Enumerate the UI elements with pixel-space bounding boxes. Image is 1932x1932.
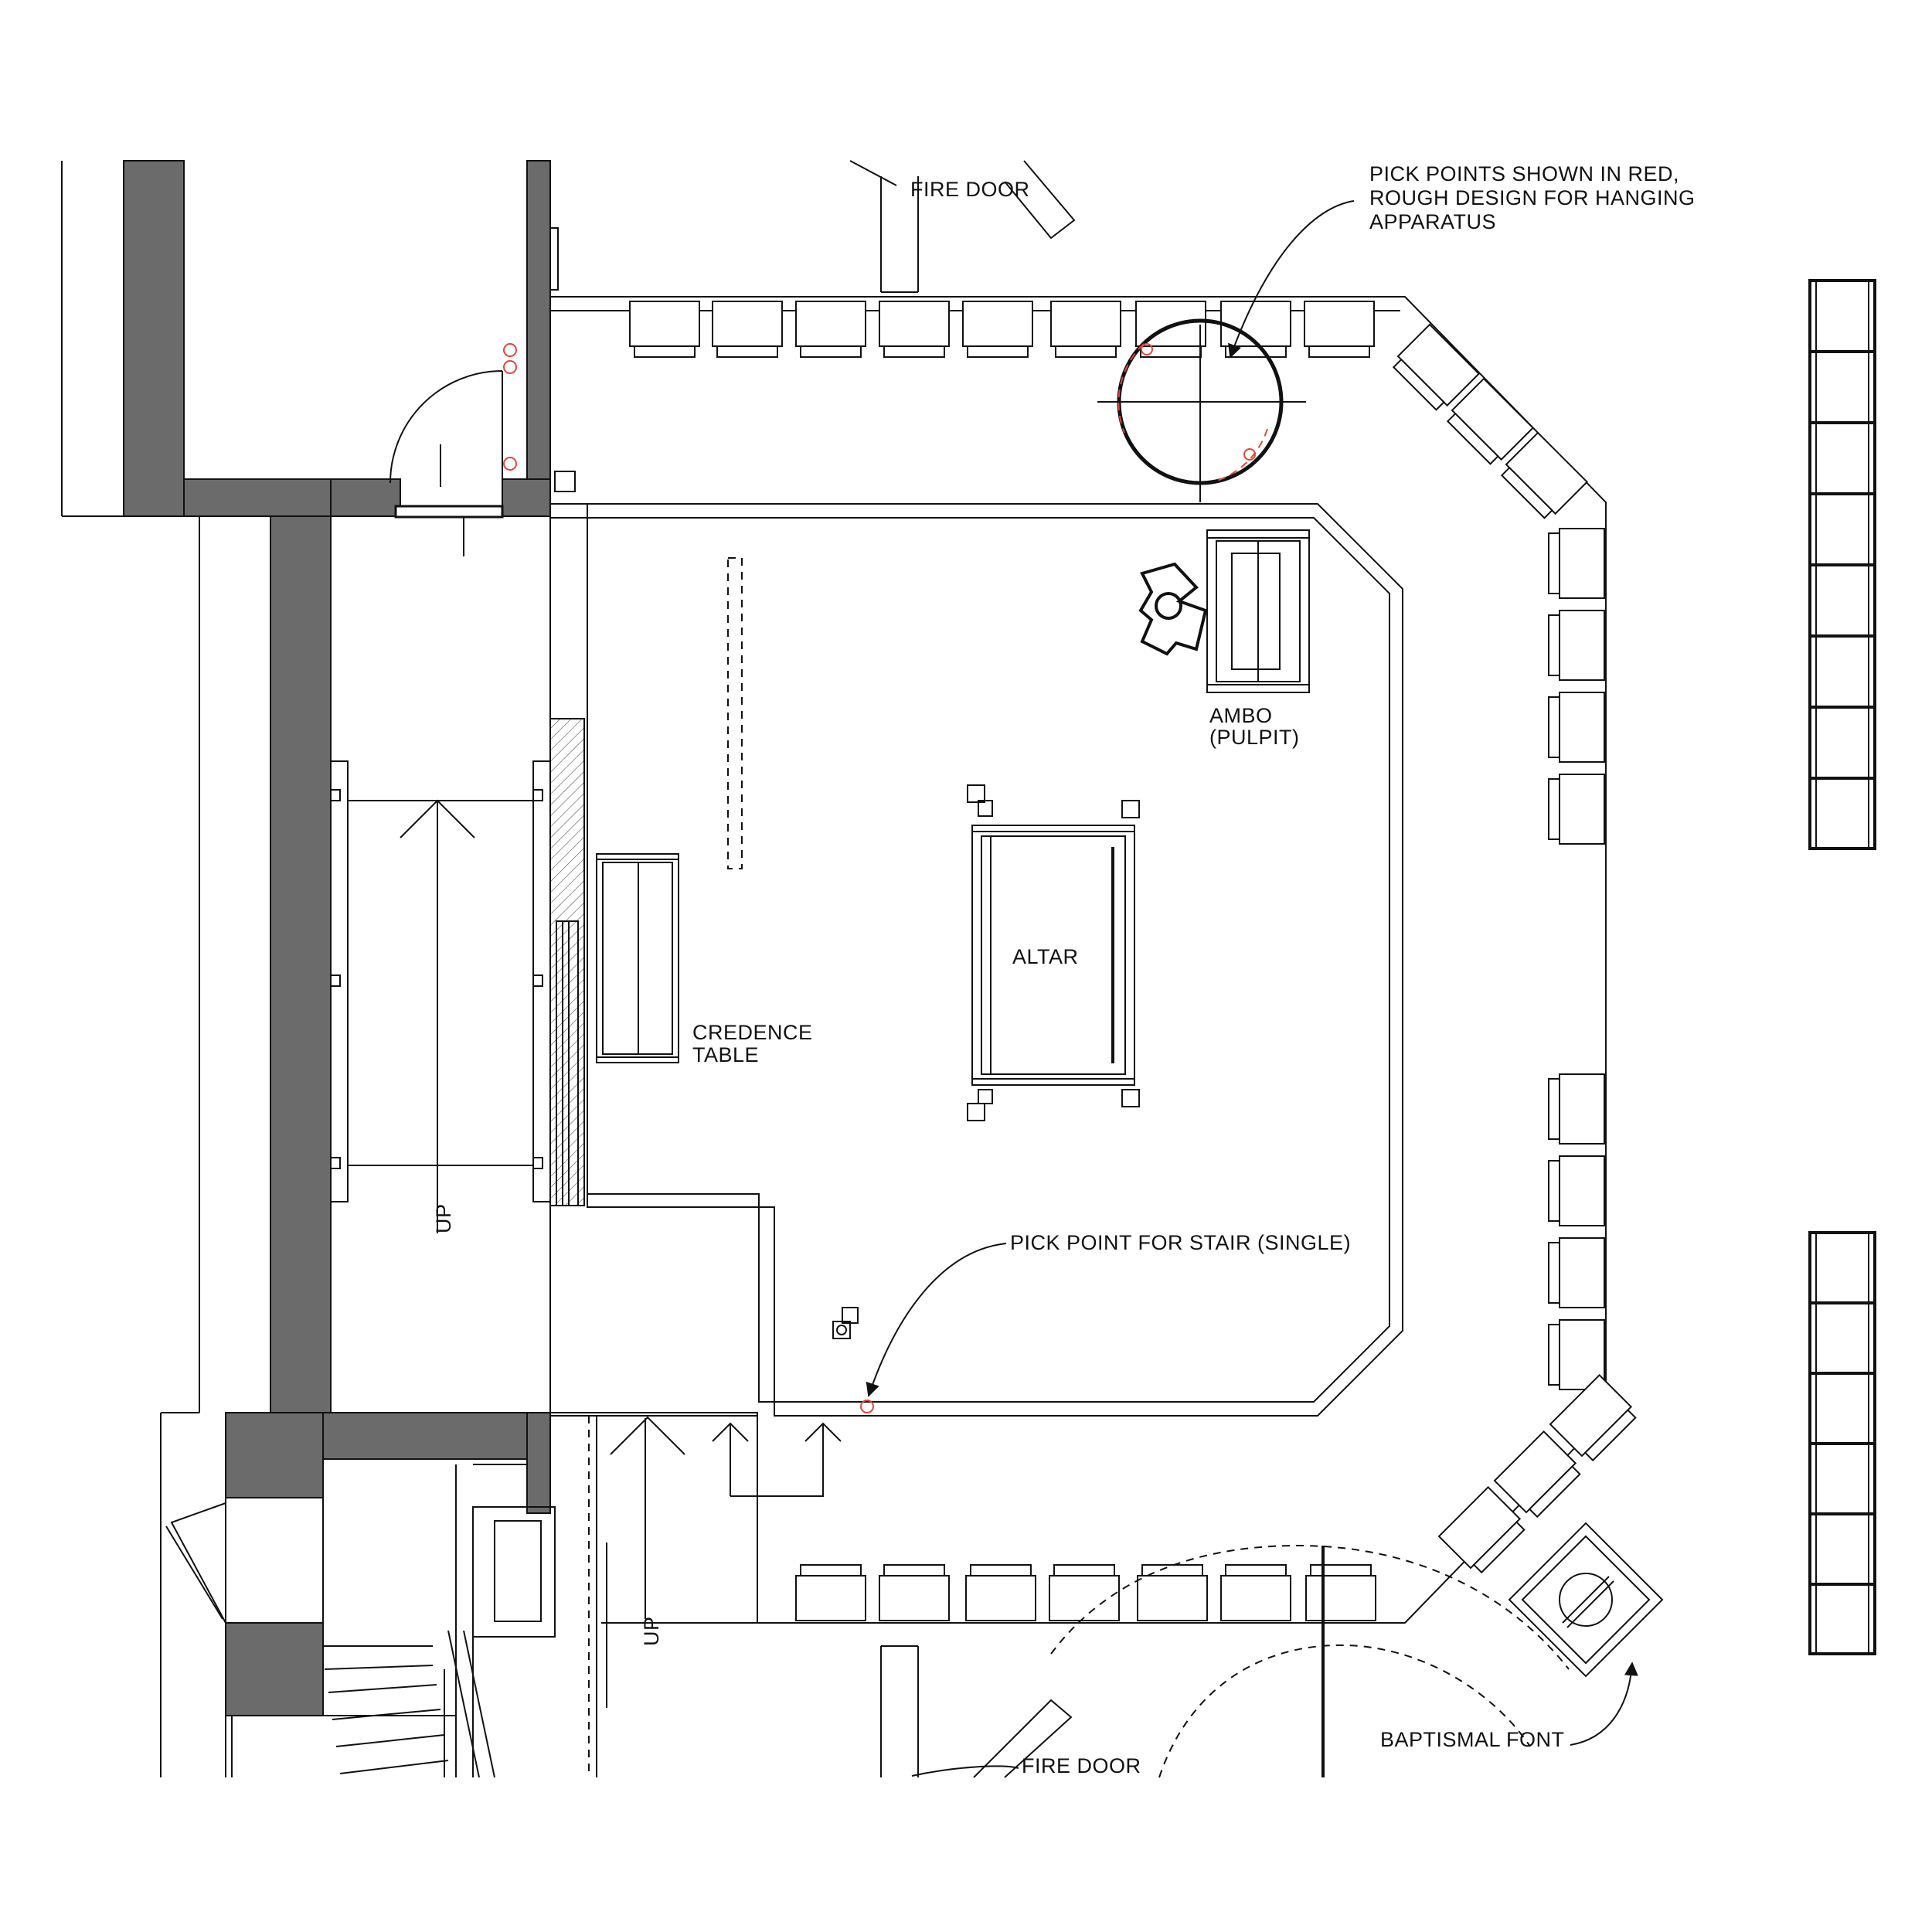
baptismal-font-label: BAPTISMAL FONT — [1380, 1728, 1565, 1751]
side-door — [389, 227, 576, 556]
chairs-right-column — [1548, 528, 1605, 1390]
altar — [967, 784, 1140, 1121]
fire-door-bottom-label: FIRE DOOR — [1022, 1754, 1141, 1777]
stair-pick-point: PICK POINT FOR STAIR (SINGLE) — [832, 1231, 1351, 1413]
fire-door-top: FIRE DOOR — [849, 160, 1076, 293]
credence-table-label-line1: CREDENCE — [692, 1021, 813, 1044]
dashed-overhead — [727, 557, 743, 869]
chair-stack-bottom — [1808, 1231, 1876, 1655]
hanging-apparatus — [1097, 318, 1306, 502]
ambo-label-line1: AMBO — [1209, 704, 1273, 727]
credence-table-label-line2: TABLE — [692, 1043, 759, 1066]
credence-table — [596, 853, 679, 1063]
pick-points-note-line3: APPARATUS — [1369, 210, 1496, 233]
lower-left-stair — [165, 1502, 495, 1778]
chair-stack-top — [1808, 279, 1876, 850]
platform-outer-edge — [549, 296, 1607, 1624]
up-label-bottom: UP — [640, 1616, 663, 1646]
pick-point-stair-label: PICK POINT FOR STAIR (SINGLE) — [1010, 1231, 1351, 1254]
pick-points-note: PICK POINTS SHOWN IN RED, ROUGH DESIGN F… — [1228, 162, 1696, 359]
person-figure — [1138, 562, 1208, 656]
baptismal-font: BAPTISMAL FONT — [1380, 1522, 1664, 1751]
fire-door-top-label: FIRE DOOR — [910, 178, 1030, 201]
chairs-top-diagonal — [1389, 324, 1588, 522]
structural-walls — [61, 160, 551, 1777]
pick-points-note-line1: PICK POINTS SHOWN IN RED, — [1369, 162, 1679, 185]
ambo — [1206, 529, 1310, 693]
altar-label: ALTAR — [1012, 945, 1079, 968]
ambo-label-line2: (PULPIT) — [1209, 726, 1300, 749]
fire-door-bottom: FIRE DOOR — [880, 1544, 1570, 1778]
up-arrow-left: UP — [400, 799, 475, 1233]
bottom-stairs: UP — [323, 1415, 842, 1777]
pick-points-note-line2: ROUGH DESIGN FOR HANGING — [1369, 186, 1696, 209]
chairs-bottom-row — [795, 1564, 1376, 1621]
up-label-left: UP — [432, 1203, 455, 1233]
hatched-step — [330, 718, 585, 1206]
